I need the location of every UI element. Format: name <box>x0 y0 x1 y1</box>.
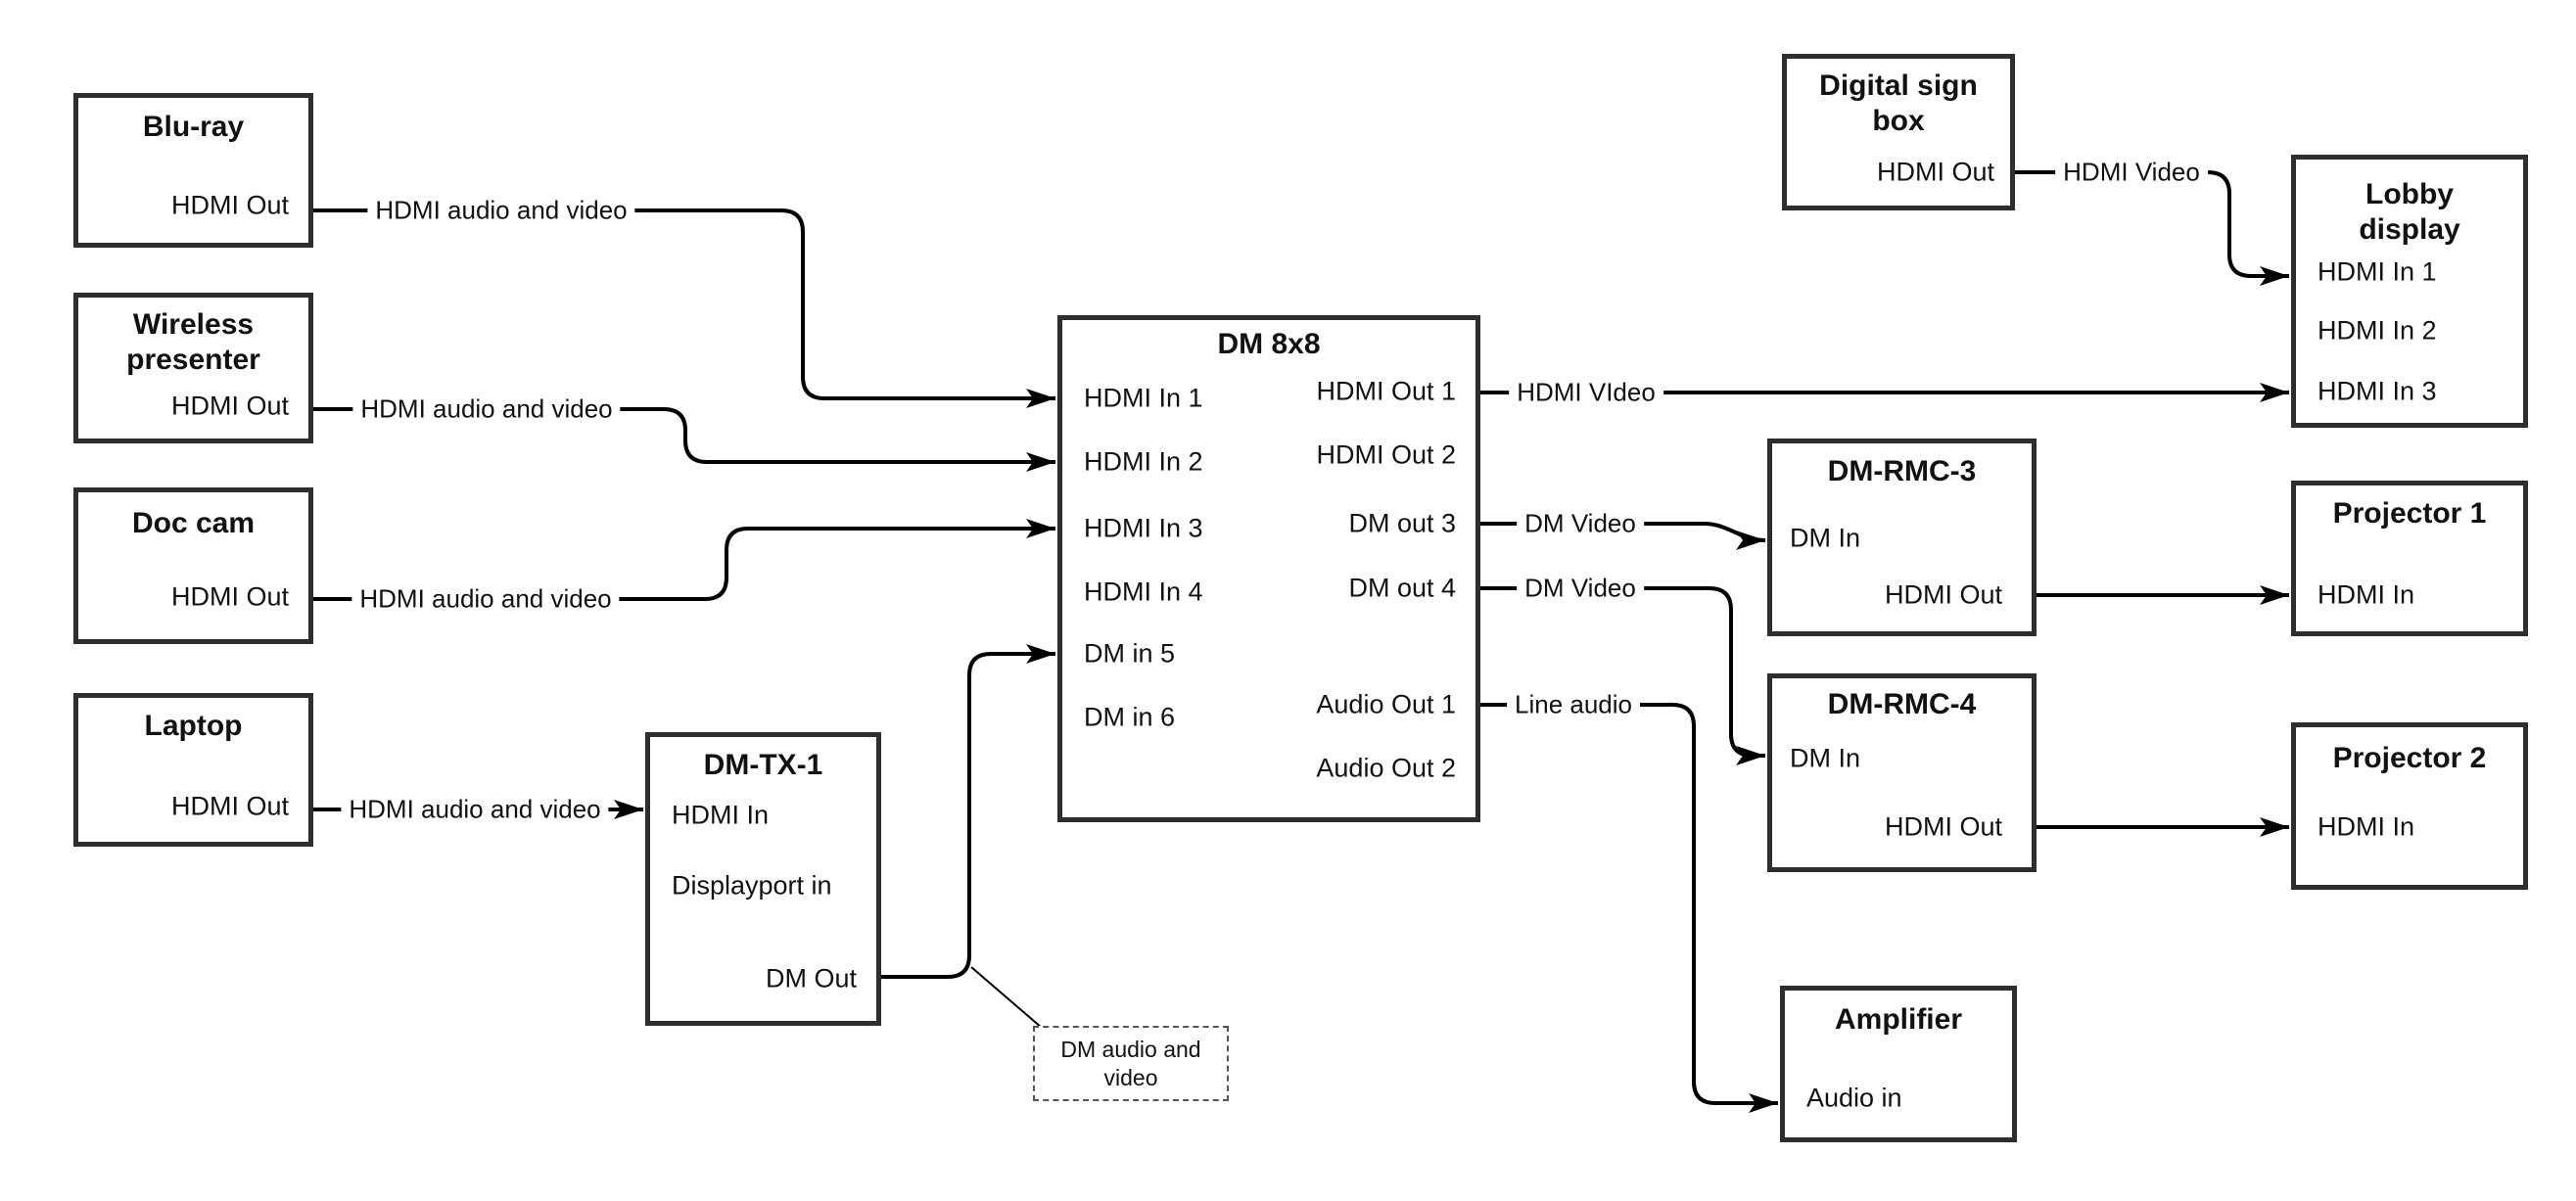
node-lobby-display-port-hdmi-in-1: HDMI In 1 <box>2318 256 2437 287</box>
node-dm-rmc-4-port-dm-in: DM In <box>1790 743 1861 773</box>
node-projector-1-title: Projector 1 <box>2332 497 2487 530</box>
node-bluray-port-hdmi-out: HDMI Out <box>170 190 289 220</box>
label-out3-to-rmc3: DM Video <box>1517 507 1644 540</box>
node-lobby-display-title: Lobby display <box>2359 178 2460 246</box>
node-bluray: Blu-ray HDMI Out <box>73 93 313 248</box>
connector-doccam-to-dm8x8-in3 <box>313 519 1055 601</box>
node-digital-sign-box: Digital sign box HDMI Out <box>1782 54 2015 210</box>
node-dm-8x8-port-hdmi-in-2: HDMI In 2 <box>1084 446 1203 477</box>
node-dm-rmc-3-port-hdmi-out: HDMI Out <box>1884 579 2002 610</box>
node-projector-2: Projector 2 HDMI In <box>2291 722 2528 890</box>
node-laptop-title: Laptop <box>144 710 243 742</box>
node-lobby-display-port-hdmi-in-3: HDMI In 3 <box>2318 376 2437 406</box>
node-dm-8x8-title: DM 8x8 <box>1217 328 1321 360</box>
node-dm-8x8-port-hdmi-out-1: HDMI Out 1 <box>1316 376 1456 406</box>
node-dm-8x8-port-hdmi-in-1: HDMI In 1 <box>1084 383 1203 413</box>
node-dm-8x8-port-dm-in-5: DM in 5 <box>1084 638 1176 669</box>
node-dm-tx-1-port-dm-out: DM Out <box>765 963 857 993</box>
label-bluray-to-dm8x8: HDMI audio and video <box>367 194 635 227</box>
node-doc-cam: Doc cam HDMI Out <box>73 487 313 644</box>
node-dm-8x8-port-hdmi-in-4: HDMI In 4 <box>1084 577 1203 607</box>
node-wireless-presenter: Wireless presenter HDMI Out <box>73 293 313 443</box>
node-bluray-title: Blu-ray <box>142 111 245 143</box>
node-dm-8x8-port-hdmi-out-2: HDMI Out 2 <box>1316 439 1456 470</box>
node-dm-8x8-port-audio-out-1: Audio Out 1 <box>1316 689 1456 719</box>
node-dm-tx-1-port-hdmi-in: HDMI In <box>672 800 770 830</box>
label-audio1-to-amplifier: Line audio <box>1507 688 1640 721</box>
node-dm-rmc-4-port-hdmi-out: HDMI Out <box>1884 811 2002 842</box>
node-dm-rmc-3-title: DM-RMC-3 <box>1827 455 1977 487</box>
label-wireless-to-dm8x8: HDMI audio and video <box>352 393 621 426</box>
node-dm-8x8-port-dm-in-6: DM in 6 <box>1084 702 1176 732</box>
node-projector-1: Projector 1 HDMI In <box>2291 481 2528 636</box>
node-dm-8x8-port-audio-out-2: Audio Out 2 <box>1316 753 1456 783</box>
node-doc-cam-port-hdmi-out: HDMI Out <box>170 581 289 612</box>
node-dm-tx-1: DM-TX-1 HDMI In Displayport in DM Out <box>645 732 881 1026</box>
node-projector-2-title: Projector 2 <box>2332 742 2487 774</box>
node-dm-rmc-3: DM-RMC-3 DM In HDMI Out <box>1767 439 2037 636</box>
connector-dm8x8-audio1-to-amplifier <box>1480 703 1778 1113</box>
node-dm-rmc-4-title: DM-RMC-4 <box>1827 688 1977 720</box>
node-dm-tx-1-port-displayport-in: Displayport in <box>672 870 832 901</box>
connector-bluray-to-dm8x8-in1 <box>313 208 1055 408</box>
label-out4-to-rmc4: DM Video <box>1517 572 1644 605</box>
node-dm-tx-1-title: DM-TX-1 <box>703 749 823 781</box>
node-projector-1-port-hdmi-in: HDMI In <box>2318 579 2415 610</box>
node-digital-sign-box-title: Digital sign box <box>1819 69 1978 137</box>
node-lobby-display: Lobby display HDMI In 1 HDMI In 2 HDMI I… <box>2291 155 2528 428</box>
node-wireless-presenter-title: Wireless presenter <box>126 308 260 376</box>
node-doc-cam-title: Doc cam <box>131 507 256 539</box>
connector-dm8x8-out3-to-rmc3 <box>1480 522 1766 550</box>
label-doccam-to-dm8x8: HDMI audio and video <box>351 582 620 616</box>
label-laptop-to-dmtx1: HDMI audio and video <box>341 793 609 826</box>
node-laptop-port-hdmi-out: HDMI Out <box>170 791 289 821</box>
node-wireless-presenter-port-hdmi-out: HDMI Out <box>170 391 289 421</box>
connector-sign-to-lobby-in1 <box>2015 170 2289 286</box>
node-laptop: Laptop HDMI Out <box>73 693 313 847</box>
node-lobby-display-port-hdmi-in-2: HDMI In 2 <box>2318 315 2437 346</box>
node-dm-rmc-3-port-dm-in: DM In <box>1790 523 1861 553</box>
node-amplifier: Amplifier Audio in <box>1780 986 2017 1142</box>
connector-wireless-to-dm8x8-in2 <box>313 407 1055 472</box>
label-out1-to-lobby: HDMI VIdeo <box>1509 376 1663 409</box>
node-digital-sign-box-port-hdmi-out: HDMI Out <box>1876 157 1994 187</box>
connector-dmtx1-to-dm8x8-in5 <box>881 644 1055 979</box>
node-dm-rmc-4: DM-RMC-4 DM In HDMI Out <box>1767 673 2037 872</box>
node-amplifier-port-audio-in: Audio in <box>1806 1083 1902 1113</box>
callout-dm-audio-and-video: DM audio and video <box>1033 1026 1229 1101</box>
label-sign-to-lobby: HDMI Video <box>2055 156 2208 189</box>
node-dm-8x8: DM 8x8 HDMI In 1 HDMI In 2 HDMI In 3 HDM… <box>1057 315 1480 822</box>
node-dm-8x8-port-dm-out-4: DM out 4 <box>1348 573 1456 603</box>
node-amplifier-title: Amplifier <box>1834 1003 1963 1036</box>
node-projector-2-port-hdmi-in: HDMI In <box>2318 811 2415 842</box>
node-dm-8x8-port-dm-out-3: DM out 3 <box>1348 508 1456 538</box>
node-dm-8x8-port-hdmi-in-3: HDMI In 3 <box>1084 513 1203 543</box>
callout-pointer-line <box>970 966 1043 1029</box>
connector-dm8x8-out4-to-rmc4 <box>1480 586 1765 765</box>
